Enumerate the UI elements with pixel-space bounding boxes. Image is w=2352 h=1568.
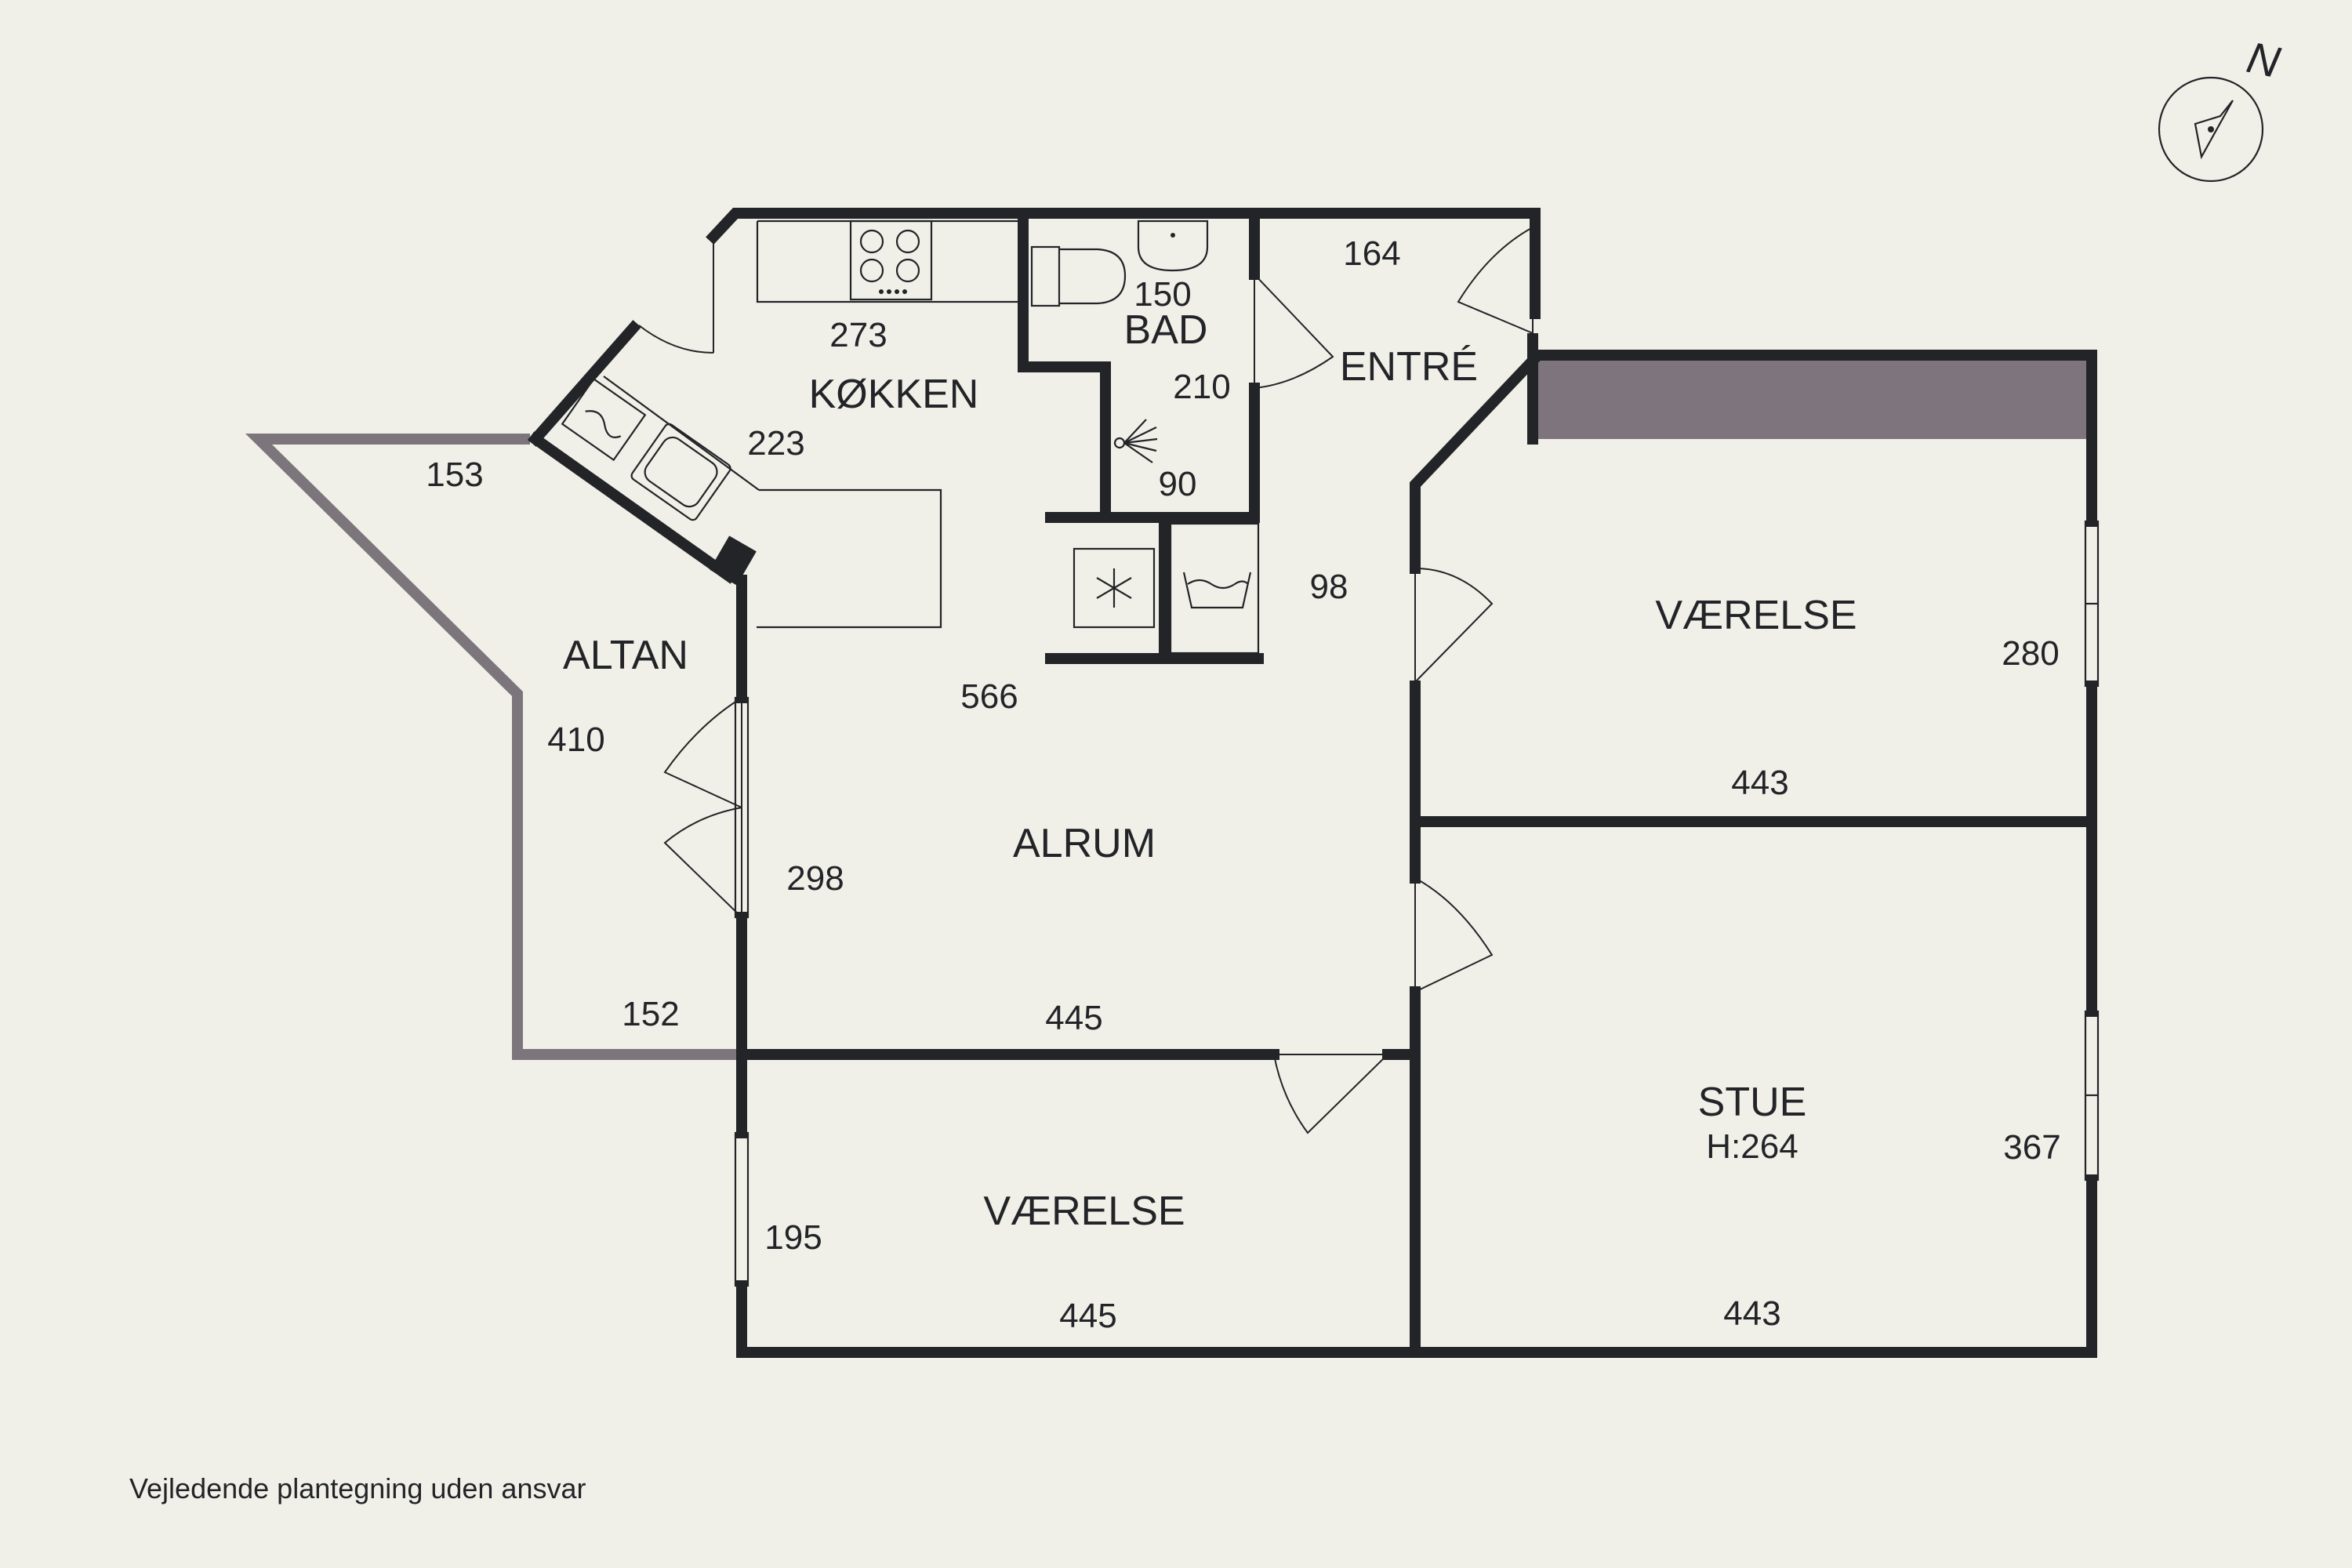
wall-outer-east xyxy=(1527,350,2097,527)
dim-altan-bottom: 152 xyxy=(622,995,679,1033)
dim-bad-width: 150 xyxy=(1134,275,1191,314)
dim-altan-depth: 410 xyxy=(547,720,604,759)
room-height-stue: H:264 xyxy=(1706,1127,1798,1166)
room-label-entre: ENTRÉ xyxy=(1340,344,1478,390)
shower-icon xyxy=(1113,419,1158,463)
doors xyxy=(638,227,1534,1134)
door-balcony-a xyxy=(663,697,742,809)
room-label-kokken: KØKKEN xyxy=(809,372,979,417)
dim-kitchen-depth: 223 xyxy=(747,424,804,463)
windows xyxy=(734,520,2100,1287)
window-alrum xyxy=(734,696,750,919)
stove-icon xyxy=(849,220,933,301)
door-vaerelse-1 xyxy=(1414,568,1494,684)
sink-icon xyxy=(1137,220,1209,272)
chimney-block xyxy=(710,535,757,586)
wall-kitchen-top xyxy=(706,208,1541,319)
dim-stue-width: 443 xyxy=(1723,1294,1780,1333)
balcony-outline xyxy=(245,434,743,1060)
dim-alrum-west: 298 xyxy=(786,859,844,898)
dim-alrum-width: 445 xyxy=(1045,999,1102,1037)
dim-shower: 90 xyxy=(1159,465,1197,503)
dim-stue-depth: 367 xyxy=(2003,1128,2060,1167)
dim-entre-depth: 98 xyxy=(1310,568,1348,606)
room-label-bad: BAD xyxy=(1124,307,1208,353)
dim-bad-depth: 210 xyxy=(1173,368,1230,406)
room-label-altan: ALTAN xyxy=(563,633,688,678)
door-kitchen-balcony xyxy=(638,243,714,354)
wall-kitchen-counter-diag xyxy=(528,431,737,584)
room-label-vaerelse-1: VÆRELSE xyxy=(1655,593,1857,638)
snowflake-icon xyxy=(1073,547,1156,629)
door-vaerelse-2 xyxy=(1273,1054,1390,1134)
room-label-stue: STUE xyxy=(1698,1080,1807,1125)
room-label-vaerelse-2: VÆRELSE xyxy=(983,1189,1185,1234)
dim-altan-top: 153 xyxy=(426,456,483,494)
washing-machine-icon xyxy=(1169,522,1260,655)
door-balcony-b xyxy=(663,807,742,920)
wall-kitchen-top-left xyxy=(528,320,641,447)
room-label-alrum: ALRUM xyxy=(1013,821,1156,866)
dim-entre-width: 164 xyxy=(1343,234,1400,273)
wall-entre-diag xyxy=(1410,353,1541,574)
dim-vaerelse-2-width: 445 xyxy=(1059,1297,1116,1335)
dim-alrum-depth: 566 xyxy=(960,677,1018,716)
wall-bad-west xyxy=(1018,208,1111,372)
kitchen-island xyxy=(757,488,942,629)
compass-north-label: N xyxy=(2243,32,2285,87)
door-entre-front xyxy=(1457,227,1534,335)
kitchen-counter-top xyxy=(756,221,1023,303)
dishwasher-icon xyxy=(561,377,647,462)
compass-icon xyxy=(2158,76,2264,183)
dim-kitchen-counter: 273 xyxy=(829,316,887,354)
radiator-band xyxy=(1533,361,2087,439)
kitchen-sink-icon xyxy=(630,423,731,521)
kitchen-diag-counter xyxy=(603,376,760,491)
dim-vaerelse-1-width: 443 xyxy=(1731,764,1788,802)
disclaimer-text: Vejledende plantegning uden ansvar xyxy=(129,1472,586,1504)
door-stue xyxy=(1414,877,1494,993)
dim-vaerelse-2-depth: 195 xyxy=(764,1218,822,1257)
door-bad xyxy=(1254,272,1334,389)
toilet-icon xyxy=(1030,245,1127,307)
dim-vaerelse-1-depth: 280 xyxy=(2002,634,2059,673)
window-vaerelse-2 xyxy=(734,1131,750,1287)
walls xyxy=(528,208,2097,1358)
